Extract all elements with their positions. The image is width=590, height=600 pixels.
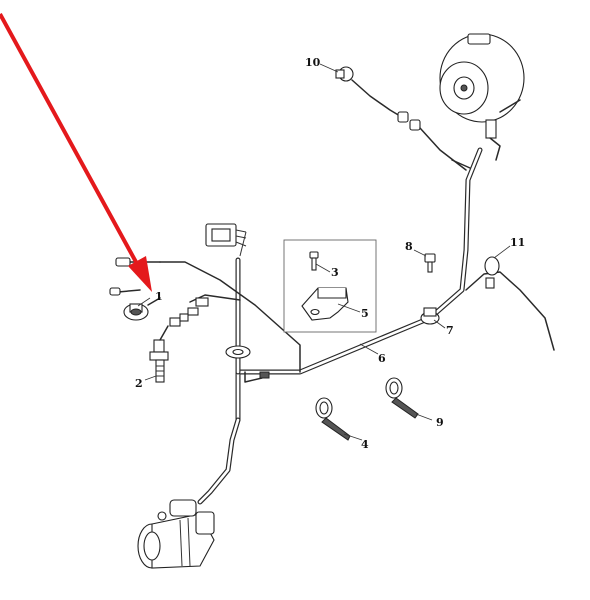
alternator [439,33,525,161]
callout-8: 8 [405,240,413,253]
callout-3: 3 [331,266,339,279]
callout-7: 7 [446,324,454,337]
part-5-bracket [301,287,349,321]
callout-1: 1 [155,290,163,303]
callout-2: 2 [135,377,143,390]
callout-6: 6 [378,352,386,365]
part-2-temperature-sender [149,325,169,383]
part-7-clip [420,307,440,325]
callout-11: 11 [510,236,525,249]
multi-pin-connector [205,223,247,257]
sensor-connectors [169,297,209,327]
callout-labels: 1 2 3 4 5 6 7 8 9 10 11 [135,56,525,451]
harness-small-connector [259,371,270,379]
callout-leader-lines [137,63,511,441]
harness-grommet [225,345,251,359]
part-1-sensor [109,257,161,321]
part-4-cable-tie [315,397,351,441]
part-9-cable-tie [385,377,419,419]
part-11-connector [465,256,555,351]
callout-9: 9 [436,416,444,429]
starter-motor [137,499,215,569]
callout-10: 10 [305,56,321,69]
inset-detail-box [283,239,377,333]
callout-4: 4 [361,438,369,451]
part-8-bolt [424,253,436,273]
red-pointer-arrow [0,13,152,292]
part-10-pressure-switch [335,66,471,171]
callout-5: 5 [361,307,369,320]
